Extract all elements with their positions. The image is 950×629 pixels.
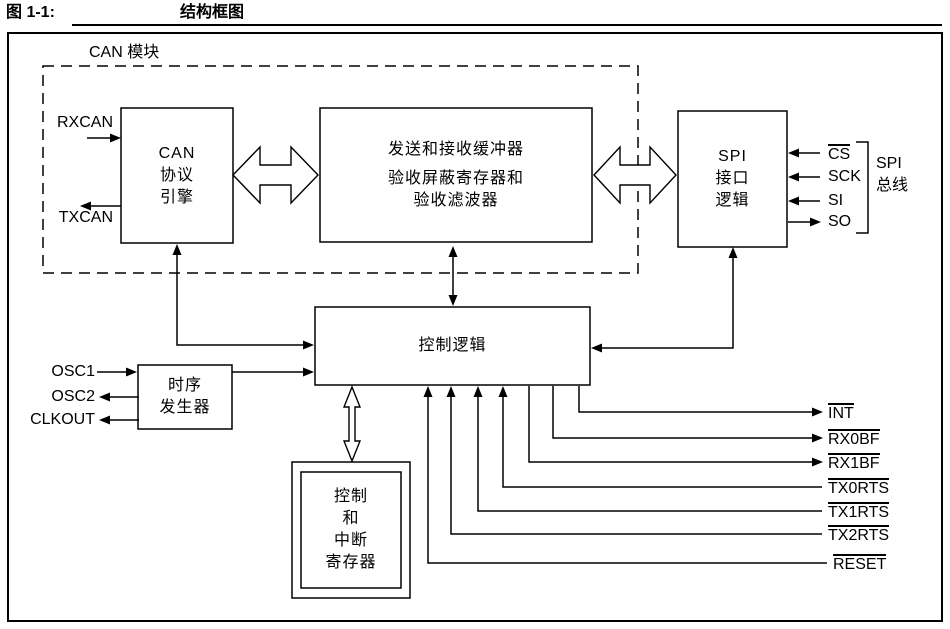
figure-label: 图 1-1:	[6, 4, 55, 21]
spi-logic-block: SPI 接口 逻辑	[678, 111, 787, 247]
tx0rts-line	[502, 397, 822, 488]
registers-block: 控制 和 中断 寄存器	[301, 472, 401, 588]
can-module-label: CAN 模块	[86, 44, 163, 62]
spi-logic-box	[677, 110, 788, 248]
sck-pin-label: SCK	[828, 168, 861, 185]
buffers-line1: 发送和接收缓冲器	[387, 140, 524, 158]
rx1bf-line	[528, 386, 812, 463]
registers-line4: 寄存器	[325, 554, 377, 571]
control-registers-bidirectional-arrow	[342, 385, 362, 463]
registers-line1: 控制	[333, 488, 368, 505]
timing-generator-block: 时序 发生器	[138, 365, 232, 429]
clkout-pin-label: CLKOUT	[30, 411, 95, 428]
rxcan-pin-label: RXCAN	[56, 114, 113, 131]
spi-up-arrowhead	[728, 247, 738, 258]
osc1-arrowhead	[126, 367, 137, 377]
can-engine-line1: CAN	[158, 144, 196, 162]
tx2rts-arrowhead	[446, 386, 456, 397]
reset-pin-label: RESET	[833, 554, 887, 573]
registers-line2: 和	[342, 510, 360, 527]
rxcan-arrowhead	[110, 133, 121, 143]
so-arrowhead	[810, 217, 821, 227]
int-line	[578, 386, 812, 413]
tx2rts-line	[450, 397, 822, 535]
can-buffers-bidirectional-arrow	[232, 145, 319, 205]
txcan-arrowhead	[80, 201, 91, 211]
spi-control-arrowhead	[591, 343, 602, 353]
spi-control-line	[602, 258, 734, 349]
can-engine-control-arrowhead	[303, 340, 314, 350]
tx1rts-arrowhead	[473, 386, 483, 397]
rx0bf-arrowhead	[812, 433, 823, 443]
buffers-control-down-arrowhead	[448, 295, 458, 306]
spi-bus-label: SPI 总线	[876, 153, 908, 197]
spi-logic-line2: 接口	[715, 170, 750, 187]
can-engine-up-arrowhead	[172, 244, 182, 255]
buffers-box	[319, 107, 593, 243]
control-logic-box	[314, 306, 591, 386]
int-pin-label: INT	[828, 403, 854, 422]
can-engine-box	[120, 107, 234, 244]
osc2-arrowhead	[99, 392, 110, 402]
tx1rts-line	[477, 397, 822, 512]
timing-generator-line2: 发生器	[159, 399, 211, 416]
timing-generator-box	[137, 364, 233, 430]
tx0rts-pin-label: TX0RTS	[828, 478, 890, 497]
registers-inner-box	[300, 471, 402, 589]
sck-arrowhead	[788, 172, 799, 182]
spi-bus-label-line1: SPI	[876, 155, 902, 172]
spi-bus-bracket	[856, 141, 869, 234]
cs-arrowhead	[788, 148, 799, 158]
figure-title: 结构框图	[180, 4, 245, 21]
buffers-block: 发送和接收缓冲器 验收屏蔽寄存器和 验收滤波器	[320, 108, 592, 242]
can-module-dashed-box	[42, 65, 639, 274]
buffers-line2: 验收屏蔽寄存器和	[387, 169, 524, 187]
rx1bf-arrowhead	[812, 457, 823, 467]
rx1bf-pin-label: RX1BF	[828, 453, 880, 472]
timing-generator-line1: 时序	[167, 377, 202, 394]
can-engine-line3: 引擎	[159, 188, 194, 206]
osc2-pin-label: OSC2	[51, 388, 95, 405]
figure-border	[7, 32, 943, 622]
int-arrowhead	[812, 407, 823, 417]
can-engine-line2: 协议	[159, 166, 194, 184]
timing-control-arrowhead	[303, 367, 314, 377]
reset-arrowhead	[423, 386, 433, 397]
rx0bf-pin-label: RX0BF	[828, 429, 880, 448]
can-engine-block: CAN 协议 引擎	[121, 108, 233, 243]
cs-pin-label: CS	[828, 144, 851, 163]
buffers-line3: 验收滤波器	[413, 191, 499, 209]
control-logic-block: 控制逻辑	[315, 307, 590, 385]
buffers-control-up-arrowhead	[448, 246, 458, 257]
spi-logic-line1: SPI	[718, 148, 747, 165]
txcan-pin-label: TXCAN	[58, 209, 113, 226]
tx2rts-pin-label: TX2RTS	[828, 525, 890, 544]
rx0bf-line	[552, 386, 812, 439]
so-pin-label: SO	[828, 213, 852, 230]
reset-line	[427, 397, 827, 564]
tx1rts-pin-label: TX1RTS	[828, 502, 890, 521]
registers-line3: 中断	[333, 532, 368, 549]
osc1-pin-label: OSC1	[51, 363, 95, 380]
spi-bus-label-line2: 总线	[876, 177, 909, 194]
spi-logic-line3: 逻辑	[715, 192, 750, 209]
si-pin-label: SI	[828, 192, 844, 209]
can-engine-control-line	[176, 255, 303, 346]
si-arrowhead	[788, 196, 799, 206]
control-logic-label: 控制逻辑	[418, 337, 487, 354]
tx0rts-arrowhead	[498, 386, 508, 397]
buffers-spi-bidirectional-arrow	[593, 145, 677, 205]
clkout-arrowhead	[99, 415, 110, 425]
